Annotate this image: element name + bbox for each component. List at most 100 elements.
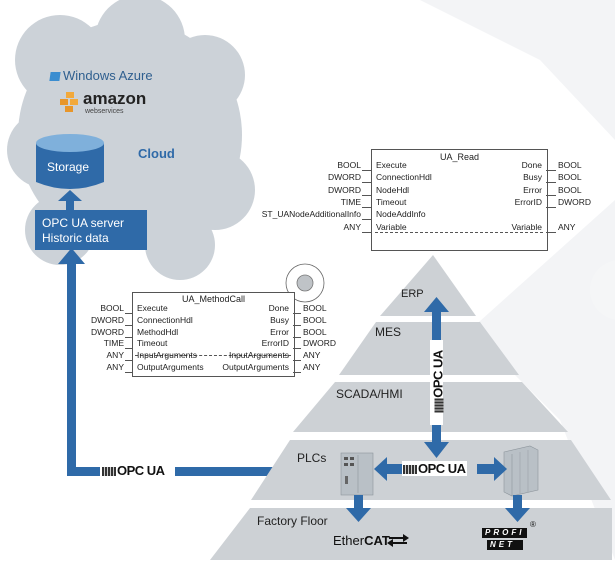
input-pin-name: Timeout <box>137 338 168 349</box>
output-pin-name: ErrorID <box>514 196 542 207</box>
output-pin-line <box>293 372 301 373</box>
server-label-line-2: Historic data <box>42 231 109 245</box>
output-type-label: BOOL <box>558 172 582 183</box>
output-pin-line <box>546 231 556 233</box>
input-type-label: DWORD <box>327 184 361 195</box>
ua-read-box: UA_Read <box>371 149 548 251</box>
opc-ua-server-box <box>35 210 147 250</box>
ua-read-variable-dashed-line <box>375 232 543 233</box>
opc-ua-logo-cloud-link: OPC UA <box>100 463 167 478</box>
input-pin-name: Execute <box>376 160 407 170</box>
input-type-label: DWORD <box>90 326 124 337</box>
output-type-label: ANY <box>303 350 321 361</box>
input-pin-line <box>362 206 372 208</box>
output-pin-line <box>293 324 301 326</box>
input-pin-line <box>362 219 372 221</box>
input-pin-line <box>362 231 372 233</box>
windows-flag-icon <box>49 72 61 81</box>
layer-label-mes: MES <box>375 325 402 339</box>
opc-ua-swirl-icon <box>102 467 116 476</box>
layer-label-erp: ERP <box>401 288 424 300</box>
plc-device-left <box>340 452 374 496</box>
input-pin-name: NodeHdl <box>376 184 410 195</box>
input-pin-name: Timeout <box>376 196 407 207</box>
output-type-label: DWORD <box>303 338 337 349</box>
layer-label-scada-hmi: SCADA/HMI <box>336 387 403 401</box>
arrow-server-to-storage <box>58 190 82 211</box>
profinet-logo: PROFI NET ® <box>482 520 536 550</box>
profinet-bottom: NET <box>487 540 523 550</box>
input-pin-line <box>125 313 133 314</box>
opc-ua-label: OPC UA <box>117 463 165 478</box>
input-pin-line <box>362 182 372 184</box>
input-pin-line <box>125 372 133 373</box>
output-type-label: BOOL <box>558 184 582 195</box>
arrow-plc-to-cloud <box>58 248 285 476</box>
input-type-label: BOOL <box>100 303 124 313</box>
input-pin-name: ConnectionHdl <box>376 172 432 183</box>
windows-azure-logo: Windows Azure <box>49 68 153 83</box>
output-pin-name: Error <box>270 326 289 337</box>
output-pin-line <box>546 182 556 184</box>
webservices-label: webservices <box>85 108 124 115</box>
opc-ua-logo-plc-link: OPC UA <box>402 461 467 476</box>
input-type-label: TIME <box>103 338 124 349</box>
input-pin-name: InputArguments <box>137 350 198 361</box>
output-type-label: ANY <box>303 362 321 372</box>
output-pin-name: Done <box>268 303 289 313</box>
arrow-opc-ua-to-right-plc <box>477 457 507 481</box>
output-pin-line <box>546 206 556 208</box>
storage-label: Storage <box>47 160 90 174</box>
input-pin-line <box>125 348 133 350</box>
background-decoration <box>420 0 615 560</box>
input-pin-name: MethodHdl <box>137 326 179 337</box>
storage-cylinder <box>36 134 104 189</box>
output-pin-name: OutputArguments <box>222 362 289 372</box>
layer-erp <box>380 255 476 316</box>
output-type-label: ANY <box>558 221 576 232</box>
input-type-label: BOOL <box>337 160 361 170</box>
opc-ua-label: OPC UA <box>418 461 466 476</box>
input-type-label: ST_UANodeAdditionalInfo <box>261 209 361 220</box>
output-type-label: BOOL <box>303 314 327 325</box>
input-pin-name: OutputArguments <box>137 362 204 372</box>
ua-methodcall-title: UA_MethodCall <box>181 294 246 304</box>
output-pin-name: Busy <box>270 314 289 325</box>
registered-mark: ® <box>530 520 536 529</box>
windows-azure-label: Windows Azure <box>63 68 153 83</box>
arrow-plc-to-ethercat <box>346 495 371 522</box>
ethercat-logo-arrows <box>387 534 409 547</box>
output-pin-line <box>293 360 301 362</box>
aws-cubes-icon <box>60 92 80 112</box>
input-pin-line <box>125 360 133 362</box>
opc-ua-logo-vertical: OPC UA <box>431 337 446 427</box>
output-type-label: DWORD <box>558 196 592 207</box>
arrow-opc-ua-to-left-plc <box>374 457 403 481</box>
input-pin-line <box>125 336 133 338</box>
input-pin-name: Variable <box>376 221 407 232</box>
opc-ua-label: OPC UA <box>430 350 446 398</box>
input-type-label: DWORD <box>90 314 124 325</box>
cloud-label: Cloud <box>138 146 175 161</box>
profinet-top: PROFI <box>482 528 528 538</box>
opc-ua-swirl-icon <box>403 465 417 474</box>
connector-circle <box>285 263 325 303</box>
input-pin-name: ConnectionHdl <box>137 314 193 325</box>
ethercat-logo: EtherCAT <box>333 533 390 548</box>
input-pin-line <box>362 194 372 196</box>
output-pin-line <box>293 313 301 314</box>
output-pin-name: Done <box>521 160 542 170</box>
output-pin-name: Busy <box>523 172 542 183</box>
ethercat-label-bold: CAT <box>364 533 390 548</box>
input-pin-line <box>362 170 372 171</box>
output-pin-line <box>546 170 556 171</box>
arrow-plc-to-profinet <box>505 495 530 522</box>
input-type-label: ANY <box>106 350 124 361</box>
output-pin-line <box>293 336 301 338</box>
output-type-label: BOOL <box>303 303 327 313</box>
ethercat-label-plain: Ether <box>333 533 365 548</box>
output-pin-line <box>293 348 301 350</box>
input-type-label: ANY <box>106 362 124 372</box>
ua-methodcall-inputargs-dashed-line <box>135 355 291 356</box>
